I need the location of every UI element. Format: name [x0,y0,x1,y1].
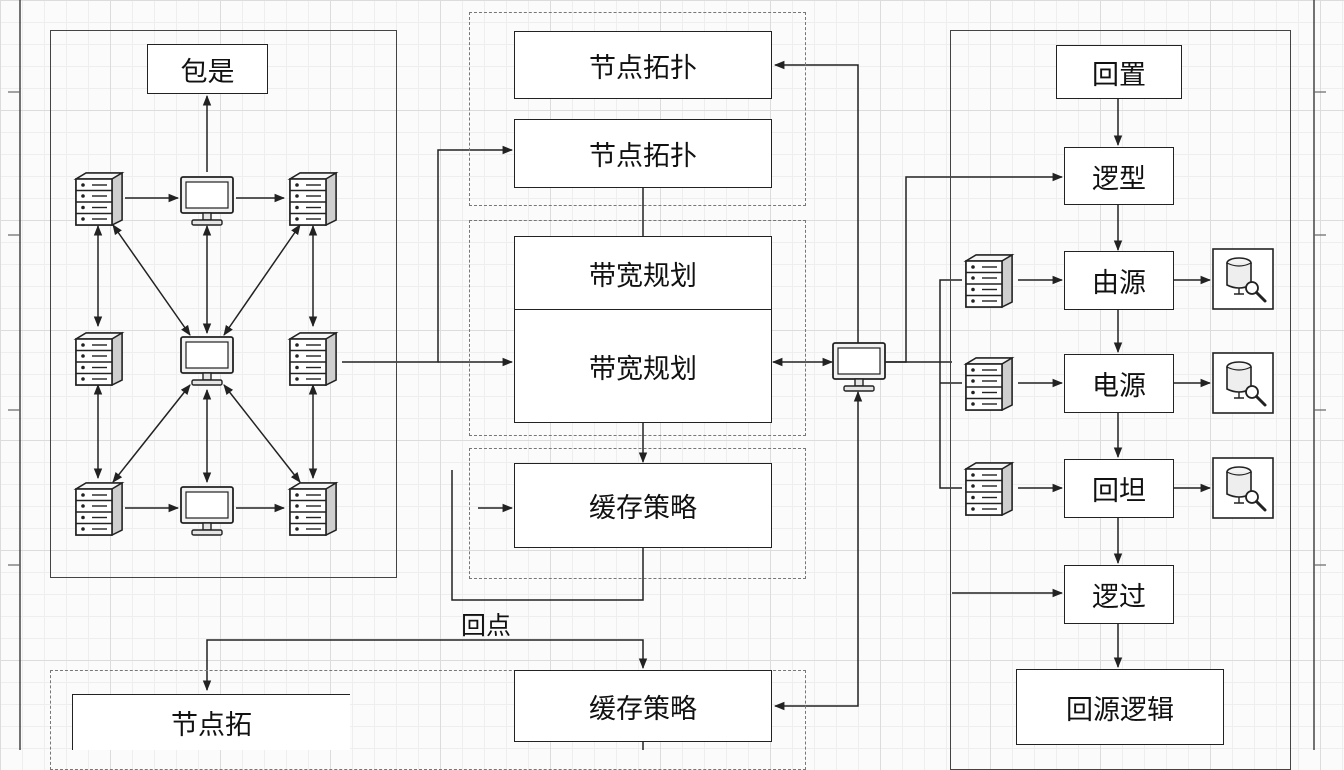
right-step-2[interactable]: 逻型 [1064,147,1174,205]
right-step-1[interactable]: 回置 [1056,45,1182,99]
center-group-bandwidth [469,220,806,436]
server-icon[interactable] [962,355,1016,415]
server-icon[interactable] [962,252,1016,312]
server-icon[interactable] [286,170,340,230]
left-top-label-box[interactable]: 包是 [147,44,268,94]
center-group-topology [469,12,806,206]
topology-box-2[interactable]: 节点拓扑 [514,119,772,188]
right-step-7[interactable]: 回源逻辑 [1016,669,1224,745]
topology-box-1[interactable]: 节点拓扑 [514,31,772,99]
connector-lines [8,0,1326,750]
server-icon[interactable] [286,330,340,390]
storage-search-icon[interactable] [1212,248,1274,314]
bottom-connector-label: 回点 [461,611,512,640]
bottom-cache-box[interactable]: 缓存策略 [514,670,772,742]
bottom-left-box[interactable]: 节点拓 [72,694,350,750]
monitor-icon[interactable] [178,334,236,392]
storage-search-icon[interactable] [1212,457,1274,523]
right-step-4[interactable]: 电源 [1064,354,1174,413]
server-icon[interactable] [72,480,126,540]
server-icon[interactable] [72,330,126,390]
right-step-5[interactable]: 回坦 [1064,459,1174,518]
monitor-icon[interactable] [830,340,888,398]
bandwidth-box-2[interactable]: 带宽规划 [514,309,772,423]
right-step-3[interactable]: 由源 [1064,251,1174,310]
bandwidth-box-1[interactable]: 带宽规划 [514,236,772,310]
server-icon[interactable] [962,460,1016,520]
server-icon[interactable] [72,170,126,230]
monitor-icon[interactable] [178,174,236,232]
left-network-panel [50,30,397,578]
server-icon[interactable] [286,480,340,540]
cache-strategy-box[interactable]: 缓存策略 [514,463,772,548]
monitor-icon[interactable] [178,484,236,542]
center-group-cache [469,448,806,579]
storage-search-icon[interactable] [1212,352,1274,418]
right-step-6[interactable]: 逻过 [1064,565,1174,624]
